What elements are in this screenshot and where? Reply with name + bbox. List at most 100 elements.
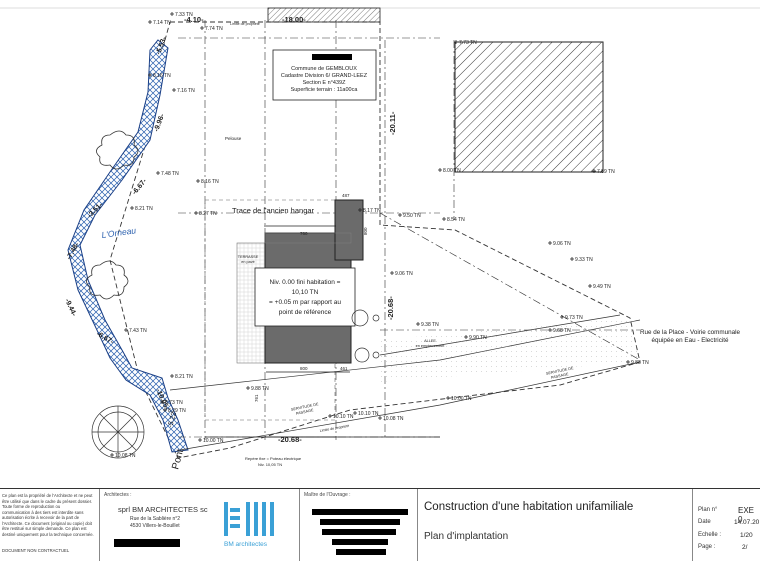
limite-label: Limite de propriété — [319, 424, 349, 433]
tn-marker — [170, 12, 174, 16]
repere-label: Repère fixe = Poteau électrique — [245, 456, 302, 461]
meta-label: Echelle : — [698, 532, 722, 538]
meta-label: Date — [698, 519, 711, 525]
level-note-line: Niv. 0.00 fini habitation = — [270, 279, 341, 286]
tn-level-label: 8.21 TN — [135, 206, 153, 212]
tn-level-label: 9.06 TN — [553, 241, 571, 247]
dim-bottom: -20.68- — [278, 435, 302, 444]
tn-level-label: 8.17 TN — [363, 208, 381, 214]
hangar-label: Trace de l'ancien hangar — [232, 206, 315, 215]
tn-marker — [592, 169, 596, 173]
servitude-label: SERVITUDE DE — [291, 402, 320, 412]
owner-label: Maître de l'Ouvrage : — [304, 492, 351, 498]
dim-761: 761 — [254, 394, 259, 402]
logo-text: BM architectes — [224, 541, 267, 548]
dim-mid-vertical: -20.68- — [386, 296, 395, 320]
street-label: Rue de la Place - Voirie communale — [640, 329, 741, 336]
meta-label: Plan n° — [698, 507, 718, 513]
redaction-bar — [322, 529, 396, 535]
tn-level-label: 9.73 TN — [565, 315, 583, 321]
tn-marker — [353, 411, 357, 415]
dim-760: 760 — [300, 231, 308, 236]
site-plan-drawing: Commune de GEMBLOUX Cadastre Division 6/… — [0, 7, 760, 471]
tn-level-label: 8.16 TN — [153, 73, 171, 79]
dimension-lines — [205, 225, 440, 438]
plan-page: 2/ — [742, 544, 748, 551]
dim-left-diag: -6.67- — [131, 177, 149, 196]
tn-level-label: 10.08 TN — [383, 416, 404, 422]
dim-top-left: -4.10- — [184, 15, 204, 24]
dim-461: 461 — [340, 366, 348, 371]
pont-value: -5.22 — [167, 411, 178, 428]
project-title: Construction d'une habitation unifamilia… — [424, 501, 634, 513]
tn-level-label: 9.50 TN — [403, 213, 421, 219]
tn-level-label: 7.48 TN — [161, 171, 179, 177]
tn-marker — [438, 168, 442, 172]
street-label: équipée en Eau - Electricité — [651, 337, 729, 344]
tn-marker — [198, 438, 202, 442]
tn-level-label: 7.14 TN — [153, 20, 171, 26]
plan-scale: 1/20 — [740, 532, 753, 539]
tn-marker — [148, 20, 152, 24]
project-cell: Construction d'une habitation unifamilia… — [418, 489, 693, 561]
dim-right-vertical: -20.11- — [388, 111, 397, 135]
dim-left-diag: -9.44- — [63, 298, 77, 318]
servitude-label: PASSAGE — [551, 372, 570, 380]
servitude-label: PASSAGE — [296, 408, 315, 416]
copyright-cell: Ce plan est la propriété de l'Architecte… — [0, 489, 100, 561]
tn-marker — [378, 416, 382, 420]
redaction-bar — [336, 549, 386, 555]
bm-logo — [224, 502, 274, 536]
tn-marker — [110, 453, 114, 457]
terrasse-label: en pavé — [241, 260, 255, 264]
tn-marker — [626, 360, 630, 364]
allee-area — [380, 318, 640, 382]
title-block: Ce plan est la propriété de l'Architecte… — [0, 488, 760, 561]
tn-marker — [200, 26, 204, 30]
tn-marker — [170, 374, 174, 378]
level-note-line: point de référence — [279, 309, 332, 316]
plan-date: 14.07.20 — [734, 519, 760, 526]
tn-level-label: 9.06 TN — [395, 271, 413, 277]
tn-level-label: 8.00 TN — [443, 168, 461, 174]
cadastre-redaction — [312, 54, 352, 60]
copyright-text: Ce plan est la propriété de l'Architecte… — [2, 493, 94, 537]
tn-marker — [570, 257, 574, 261]
tn-level-label: 7.74 TN — [205, 26, 223, 32]
cadastre-line: Commune de GEMBLOUX — [291, 66, 357, 72]
pelouse-label: Pelouse — [225, 136, 242, 141]
tn-level-label: 10.00 TN — [203, 438, 224, 444]
tn-marker — [416, 322, 420, 326]
firm-address: Rue de la Sablière n°2 — [130, 516, 181, 522]
tn-level-label: 7.16 TN — [177, 88, 195, 94]
tn-level-label: 9.68 TN — [553, 328, 571, 334]
non-contractual-note: DOCUMENT NON CONTRACTUEL — [2, 548, 70, 553]
tn-marker — [194, 211, 198, 215]
tn-marker — [328, 414, 332, 418]
tn-level-label: 9.38 TN — [421, 322, 439, 328]
tn-level-label: 7.33 TN — [175, 12, 193, 18]
tn-marker — [172, 88, 176, 92]
tn-level-label: 7.73 TN — [459, 40, 477, 46]
architects-cell: Architectes : sprl BM ARCHITECTES sc Rue… — [100, 489, 300, 561]
tn-level-label: 7.89 TN — [597, 169, 615, 175]
tn-marker — [548, 328, 552, 332]
tn-marker — [446, 396, 450, 400]
level-note-line: 10,10 TN — [292, 289, 319, 296]
tn-level-label: 8.73 TN — [165, 400, 183, 406]
meta-label: Page : — [698, 544, 716, 550]
dim-800: 800 — [300, 366, 308, 371]
level-note-box — [254, 267, 356, 327]
tn-level-label: 8.29 TN — [168, 408, 186, 414]
tn-marker — [124, 328, 128, 332]
tn-level-label: 10.00 TN — [451, 396, 472, 402]
tn-marker — [464, 335, 468, 339]
cadastre-line: Section E n°439Z — [303, 80, 347, 86]
tn-level-label: 8.21 TN — [175, 374, 193, 380]
redaction-bar — [320, 519, 400, 525]
plan-number: EXE 0 — [738, 506, 755, 524]
redaction-bar — [332, 539, 388, 545]
cadastre-line: Cadastre Division 6/ GRAND-LEEZ — [281, 73, 368, 79]
tn-marker — [548, 241, 552, 245]
tn-marker — [588, 284, 592, 288]
